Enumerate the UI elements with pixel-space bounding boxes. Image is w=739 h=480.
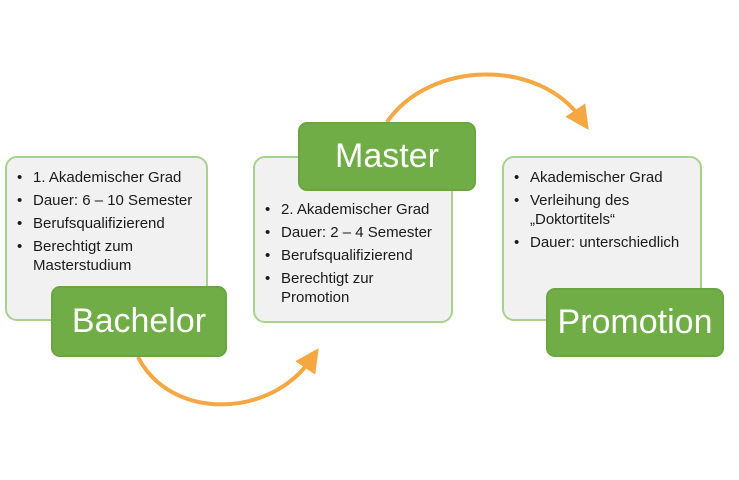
list-item: Dauer: 6 – 10 Semester	[15, 191, 200, 210]
list-item: Dauer: unterschiedlich	[512, 233, 694, 252]
bachelor-label: Bachelor	[51, 286, 227, 357]
curved-arrow-icon	[136, 348, 319, 407]
curved-arrow-icon	[385, 72, 589, 130]
master-label: Master	[298, 122, 476, 191]
list-item: Berechtigt zur Promotion	[263, 269, 445, 307]
list-item: Akademischer Grad	[512, 168, 694, 187]
bachelor-details-list: 1. Akademischer Grad Dauer: 6 – 10 Semes…	[15, 168, 200, 275]
list-item: Berufsqualifizierend	[263, 246, 445, 265]
list-item: Berechtigt zum Masterstudium	[15, 237, 200, 275]
list-item: 2. Akademischer Grad	[263, 200, 445, 219]
list-item: 1. Akademischer Grad	[15, 168, 200, 187]
bachelor-details-card: 1. Akademischer Grad Dauer: 6 – 10 Semes…	[5, 156, 208, 321]
list-item: Verleihung des „Doktortitels“	[512, 191, 694, 229]
promotion-details-list: Akademischer Grad Verleihung des „Doktor…	[512, 168, 694, 252]
master-details-list: 2. Akademischer Grad Dauer: 2 – 4 Semest…	[263, 200, 445, 307]
promotion-label: Promotion	[546, 288, 724, 357]
list-item: Dauer: 2 – 4 Semester	[263, 223, 445, 242]
list-item: Berufsqualifizierend	[15, 214, 200, 233]
